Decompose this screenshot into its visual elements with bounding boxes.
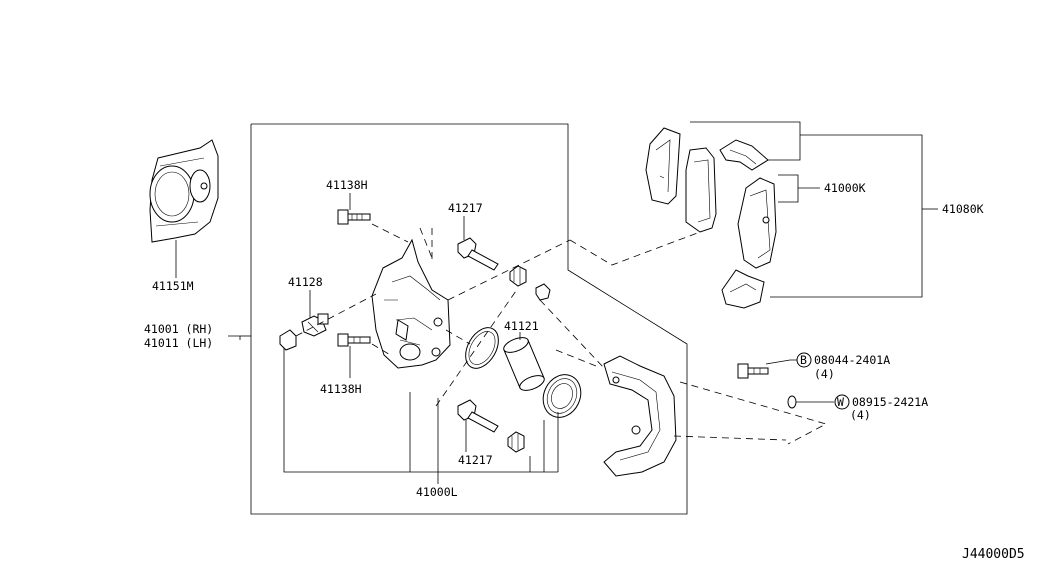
piston	[503, 337, 545, 391]
dash-1	[419, 227, 433, 259]
bleeder-cap	[279, 329, 297, 351]
bolt-symbol: B	[800, 353, 807, 367]
dash-pad-route	[569, 231, 701, 266]
bleeder-screw	[301, 313, 329, 337]
pad-set-bracket	[690, 121, 801, 161]
label-bleeder: 41128	[288, 275, 323, 289]
label-bolt-qty: (4)	[814, 367, 835, 381]
assembly-frame	[250, 123, 688, 515]
pin-boot-right	[535, 283, 551, 301]
label-piston: 41121	[504, 319, 539, 333]
washer-symbol: W	[837, 395, 844, 409]
guide-bolt-top	[337, 209, 371, 225]
label-shield: 41151M	[152, 279, 194, 293]
dash-pads	[447, 239, 571, 301]
label-bolt-bottom: 41138H	[320, 382, 362, 396]
label-pin-bottom: 41217	[458, 453, 493, 467]
label-body-rh: 41001 (RH)	[144, 322, 213, 336]
pad-shim-outer	[645, 127, 681, 205]
dash-boot	[539, 299, 605, 369]
pad-clip-bottom	[721, 269, 765, 309]
bleeder-dash	[295, 293, 377, 337]
torque-member	[603, 355, 677, 477]
mounting-washer	[787, 395, 797, 409]
label-assembly: 41000L	[416, 485, 458, 499]
bolt-symbol-circle	[796, 352, 812, 368]
dash-piston	[555, 349, 597, 367]
label-pin-top: 41217	[448, 201, 483, 215]
label-body-lh: 41011 (LH)	[144, 336, 213, 350]
bolt-bottom-dash	[371, 343, 393, 357]
pad-set-outer-bracket	[770, 134, 923, 298]
dash-seal	[445, 329, 471, 345]
assembly-bus	[283, 348, 558, 473]
caliper-body	[371, 238, 451, 369]
body-leader-join	[228, 335, 241, 340]
label-bolt-top: 41138H	[326, 178, 368, 192]
dash-mount-2	[673, 435, 787, 441]
bolt-top-dash	[371, 223, 409, 243]
dust-shield	[149, 139, 219, 243]
pin-boot-top	[509, 265, 527, 287]
brake-pad-inner	[737, 177, 777, 269]
pin-boot-bottom	[507, 431, 525, 453]
label-pad-kit: 41000K	[824, 181, 866, 195]
label-washer-part: 08915-2421A	[852, 395, 928, 409]
mounting-bolt	[737, 363, 769, 379]
dash-mount	[679, 381, 828, 445]
drawing-code: J44000D5	[962, 547, 1025, 562]
label-bolt-part: 08044-2401A	[814, 353, 890, 367]
pad-clip-top	[719, 139, 769, 171]
slide-pin-top	[457, 237, 499, 271]
washer-symbol-circle	[834, 394, 850, 410]
guide-bolt-bottom	[337, 333, 371, 347]
brake-pad-outer	[685, 147, 717, 233]
label-pad-set: 41080K	[942, 202, 984, 216]
piston-boot	[542, 374, 582, 418]
label-washer-qty: (4)	[850, 408, 871, 422]
piston-seal	[465, 327, 499, 369]
slide-pin-bottom	[457, 399, 499, 433]
pad-kit-bracket	[778, 174, 799, 203]
